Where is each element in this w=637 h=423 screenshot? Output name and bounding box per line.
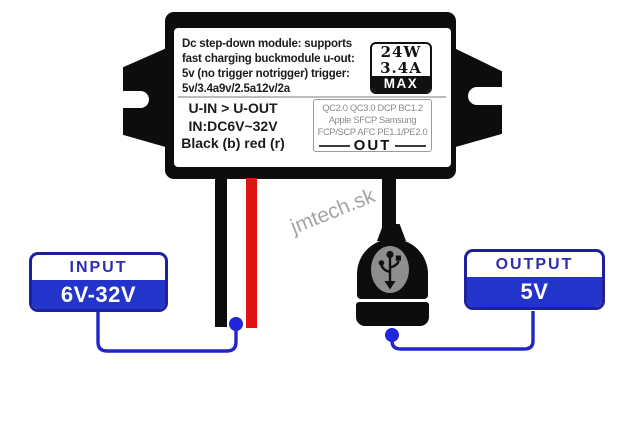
output-tag-title: OUTPUT [495, 256, 574, 273]
label-divider [178, 96, 446, 98]
rating-badge: 24W 3.4A MAX [370, 42, 432, 94]
usb-wire-flare [377, 224, 406, 241]
module-label: Dc step-down module: supports fast charg… [174, 28, 451, 167]
out-label: OUT [353, 137, 392, 154]
input-tag-title: INPUT [69, 259, 128, 276]
output-tag: OUTPUT 5V [464, 249, 605, 310]
label-io-direction: U-IN > U-OUT [188, 100, 278, 116]
usb-emblem-oval [371, 246, 409, 293]
out-dash-right [395, 145, 427, 147]
rating-amps: 3.4A [380, 59, 422, 77]
label-wire-colors: Black (b) red (r) [181, 135, 285, 151]
usb-connector-collar [356, 302, 429, 326]
usb-trident-icon [378, 250, 401, 290]
output-tag-value: 5V [467, 277, 602, 307]
label-description-line: fast charging buckmodule u-out: [182, 53, 355, 65]
label-input-range: IN:DC6V~32V [188, 118, 278, 134]
protocol-box: QC2.0 QC3.0 DCP BC1.2 Apple SFCP Samsung… [313, 99, 432, 154]
rating-max: MAX [372, 76, 430, 92]
protocol-line: FCP/SCP AFC PE1.1/PE2.0 [317, 127, 428, 137]
rating-watts: 24W [380, 43, 422, 61]
screw-slot-right [468, 87, 504, 105]
input-tag: INPUT 6V-32V [29, 252, 168, 312]
screw-slot-left [121, 91, 149, 108]
output-junction-dot [385, 328, 399, 342]
protocol-line: QC2.0 QC3.0 DCP BC1.2 [322, 103, 423, 113]
input-junction-dot [229, 317, 243, 331]
label-description-line: 5v/3.4a9v/2.5a12v/2a [182, 83, 290, 95]
protocol-line: Apple SFCP Samsung [328, 115, 417, 125]
usb-output-wire [382, 178, 396, 230]
label-description-line: 5v (no trigger notrigger) trigger: [182, 68, 350, 80]
out-row: OUT [314, 138, 431, 154]
input-tag-value: 6V-32V [32, 280, 165, 309]
out-dash-left [319, 145, 350, 147]
label-description-line: Dc step-down module: supports [182, 38, 352, 50]
input-wire-black [215, 178, 227, 327]
input-wire-red [246, 178, 257, 328]
